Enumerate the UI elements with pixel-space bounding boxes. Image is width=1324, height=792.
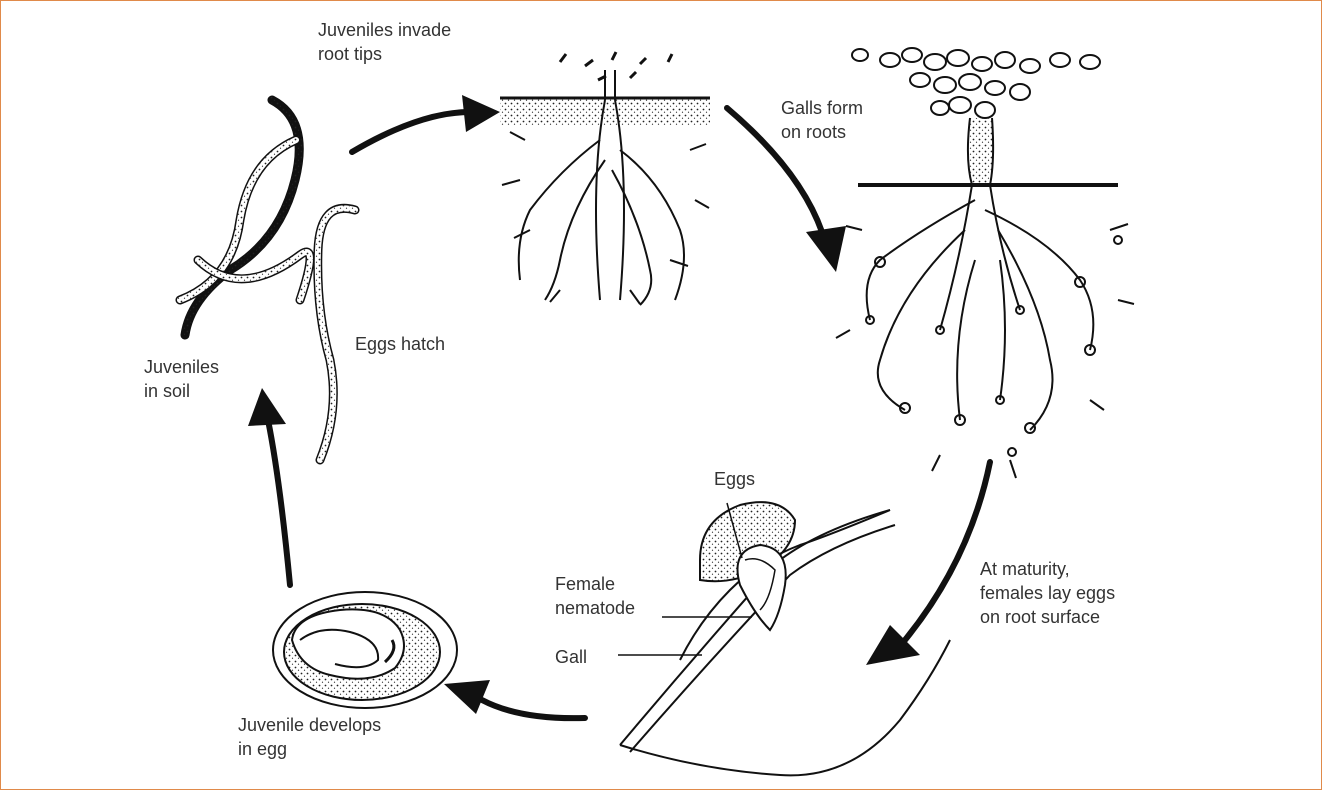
label-eggs: Eggs xyxy=(714,467,755,491)
foliage xyxy=(852,48,1100,118)
arrowhead-1 xyxy=(462,95,500,132)
label-eggs-hatch: Eggs hatch xyxy=(355,332,445,356)
label-gall: Gall xyxy=(555,645,587,669)
label-female-nematode: Female nematode xyxy=(555,572,635,620)
arrowhead-4 xyxy=(444,680,490,714)
label-juveniles-invade: Juveniles invade root tips xyxy=(318,18,451,66)
label-at-maturity: At maturity, females lay eggs on root su… xyxy=(980,557,1115,629)
arrow-juveniles-to-roots xyxy=(352,112,470,152)
galled-plant-roots xyxy=(836,48,1134,478)
young-plant-roots xyxy=(500,52,710,305)
arrowhead-5 xyxy=(248,388,286,426)
label-galls-form: Galls form on roots xyxy=(781,96,863,144)
arrowhead-2 xyxy=(806,226,846,272)
label-juveniles-in-soil: Juveniles in soil xyxy=(144,355,219,403)
arrow-maturity-to-egg xyxy=(482,700,585,718)
egg-with-juvenile xyxy=(273,592,457,708)
arrow-egg-to-juveniles xyxy=(268,420,290,585)
arrow-galls-to-maturity xyxy=(905,462,990,640)
label-juvenile-develops: Juvenile develops in egg xyxy=(238,713,381,761)
